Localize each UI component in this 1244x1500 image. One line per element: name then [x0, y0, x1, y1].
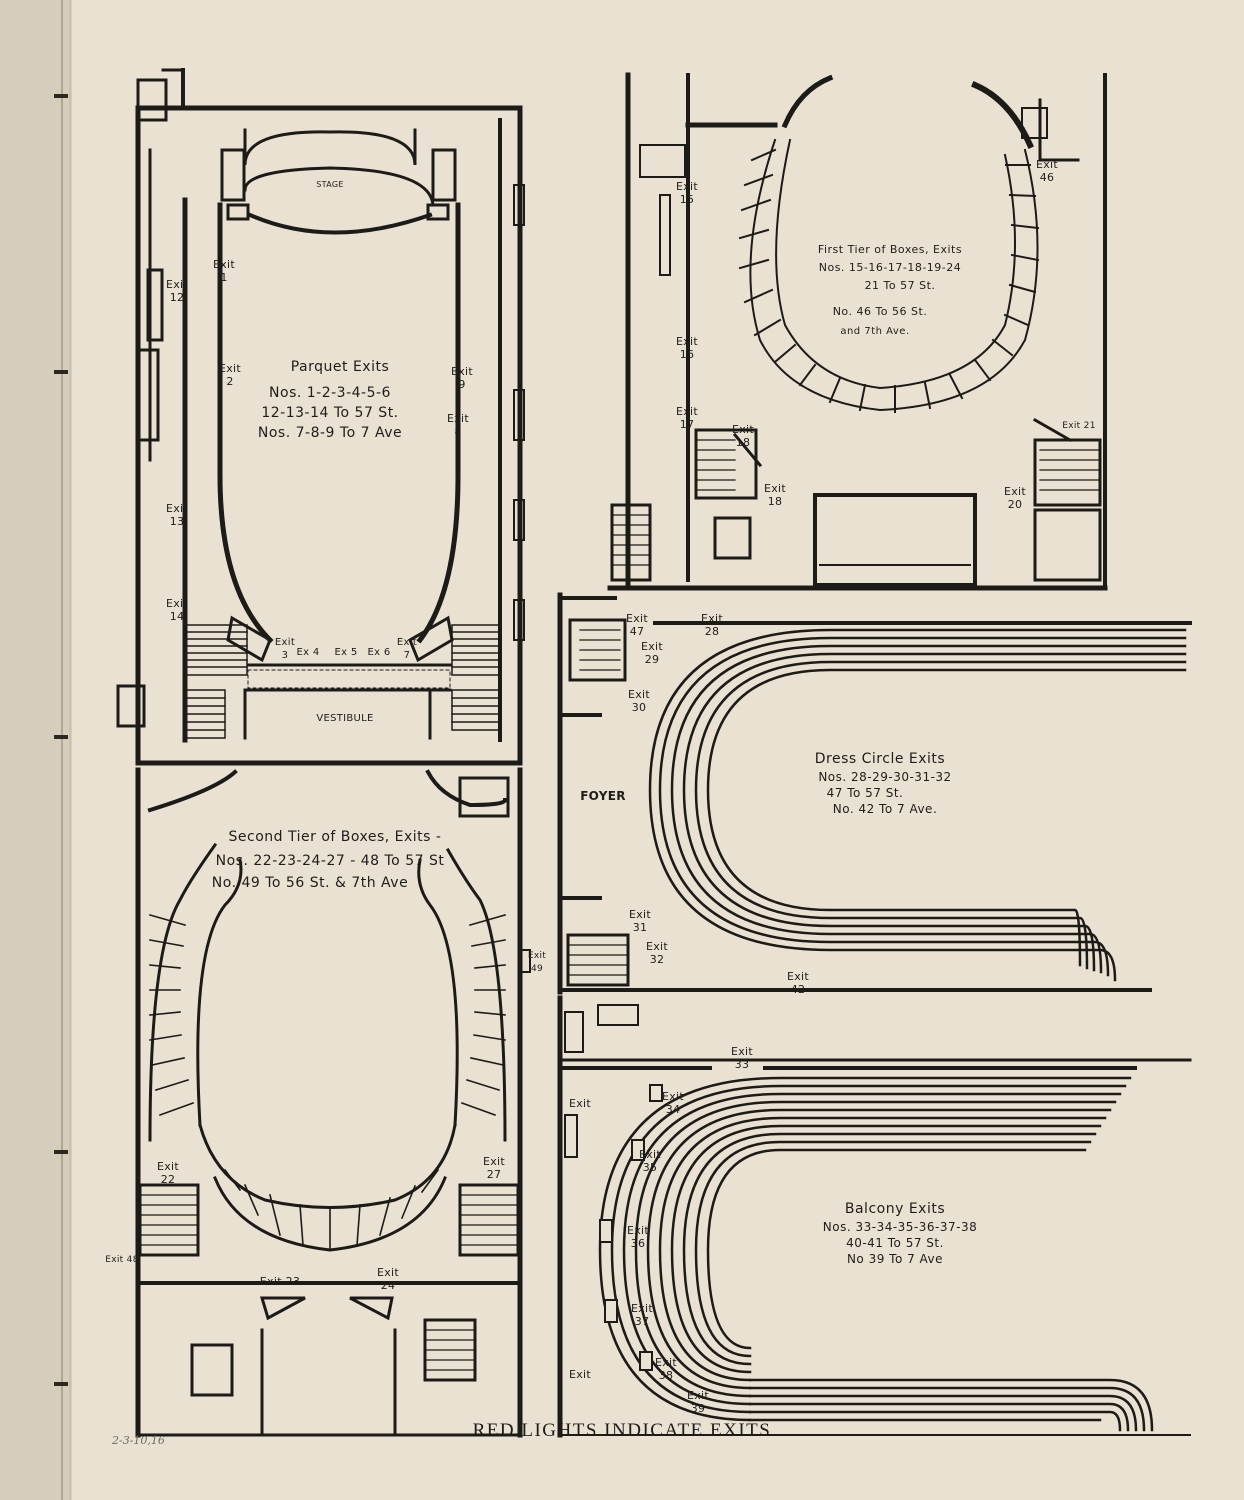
exit-2: Exit 2	[218, 362, 242, 388]
balcony-line-2: 40-41 To 57 St.	[846, 1236, 944, 1250]
first-tier-box-dividers	[738, 148, 1040, 413]
first-tier-title: First Tier of Boxes, Exits	[817, 243, 963, 256]
exit-34: Exit 34	[661, 1090, 685, 1116]
dress-circle-rows	[648, 628, 1187, 982]
exit-35: Exit 35	[638, 1148, 662, 1174]
parquet-line-2: 12-13-14 To 57 St.	[261, 405, 399, 421]
exit-14: Exit 14	[165, 597, 189, 623]
parquet-line-1: Nos. 1-2-3-4-5-6	[269, 385, 391, 401]
first-tier-line-1: Nos. 15-16-17-18-19-24	[818, 261, 962, 274]
exit-13: Exit 13	[165, 502, 189, 528]
first-tier-line-4: and 7th Ave.	[840, 326, 910, 337]
exit-36: Exit 36	[626, 1224, 650, 1250]
first-tier-line-3: No. 46 To 56 St.	[832, 305, 928, 318]
second-tier-title: Second Tier of Boxes, Exits -	[228, 829, 442, 845]
second-tier-plan	[135, 767, 531, 1438]
balcony-title: Balcony Exits	[844, 1201, 946, 1217]
balcony-plan	[557, 995, 1192, 1438]
second-tier-line-1: Nos. 22-23-24-27 - 48 To 57 St	[215, 853, 445, 869]
exit-32: Exit 32	[645, 940, 669, 966]
exit-29: Exit 29	[640, 640, 664, 666]
parquet-line-3: Nos. 7-8-9 To 7 Ave	[257, 425, 403, 441]
parquet-title: Parquet Exits	[290, 359, 390, 375]
exit-5: Ex 5	[334, 647, 358, 658]
staples	[54, 94, 68, 1386]
exit-6: Ex 6	[367, 647, 391, 658]
exit-23: Exit 23	[259, 1275, 301, 1288]
exit-30: Exit 30	[627, 688, 651, 714]
parquet-plan	[116, 68, 525, 766]
balcony-rows	[598, 1076, 1154, 1432]
exit-9: Exit 9	[450, 365, 474, 391]
exit-24: Exit 24	[376, 1266, 400, 1292]
exit-49: Exit 49	[527, 951, 547, 974]
exit-3: Exit 3	[274, 637, 296, 661]
balcony-exit-doors	[599, 1084, 663, 1371]
second-tier-box-dividers	[149, 914, 506, 1251]
exit-18-lower: Exit 18	[763, 482, 787, 508]
exit-46: Exit 46	[1035, 158, 1059, 184]
exit-8: Exit 8	[446, 412, 470, 438]
exit-28: Exit 28	[700, 612, 724, 638]
exit-39: Exit 39	[686, 1389, 710, 1415]
exit-41: Exit	[568, 1368, 592, 1381]
second-tier-line-2: No. 49 To 56 St. & 7th Ave	[211, 875, 409, 891]
dress-circle-line-1: Nos. 28-29-30-31-32	[818, 770, 952, 784]
exit-20: Exit 20	[1003, 485, 1027, 511]
first-tier-plan	[607, 72, 1108, 591]
balcony-line-3: No 39 To 7 Ave	[846, 1252, 944, 1266]
exit-40: Exit	[568, 1097, 592, 1110]
first-tier-line-2: 21 To 57 St.	[864, 279, 936, 292]
exit-48: Exit 48	[105, 1255, 139, 1265]
exit-18-upper: Exit 18	[731, 423, 755, 449]
exit-1: Exit 1	[212, 258, 236, 284]
dress-circle-title: Dress Circle Exits	[814, 751, 946, 767]
exit-4: Ex 4	[296, 647, 320, 658]
parquet-vestibule-label: VESTIBULE	[316, 713, 374, 724]
exit-38: Exit 38	[654, 1356, 678, 1382]
dress-circle-plan	[557, 592, 1192, 995]
exit-17: Exit 17	[675, 405, 699, 431]
exit-47: Exit 47	[625, 612, 649, 638]
exit-37: Exit 37	[630, 1302, 654, 1328]
exit-31: Exit 31	[628, 908, 652, 934]
exit-7: Exit 7	[396, 637, 418, 661]
parquet-stage-label: STAGE	[316, 180, 344, 189]
exit-27: Exit 27	[482, 1155, 506, 1181]
dress-circle-line-3: No. 42 To 7 Ave.	[832, 802, 938, 816]
exit-33: Exit 33	[730, 1045, 754, 1071]
exit-12: Exit 12	[165, 278, 189, 304]
footer-caption: RED LIGHTS INDICATE EXITS	[472, 1420, 772, 1441]
balcony-line-1: Nos. 33-34-35-36-37-38	[822, 1220, 978, 1234]
dress-circle-line-2: 47 To 57 St.	[826, 786, 904, 800]
exit-42: Exit 42	[786, 970, 810, 996]
exit-16: Exit 16	[675, 335, 699, 361]
foyer-label: FOYER	[580, 789, 626, 803]
exit-15: Exit 15	[675, 180, 699, 206]
exit-22: Exit 22	[156, 1160, 180, 1186]
binding-strip	[0, 0, 72, 1500]
exit-21: Exit 21	[1062, 421, 1096, 431]
handwritten-date: 2-3-10,16	[112, 1434, 165, 1447]
